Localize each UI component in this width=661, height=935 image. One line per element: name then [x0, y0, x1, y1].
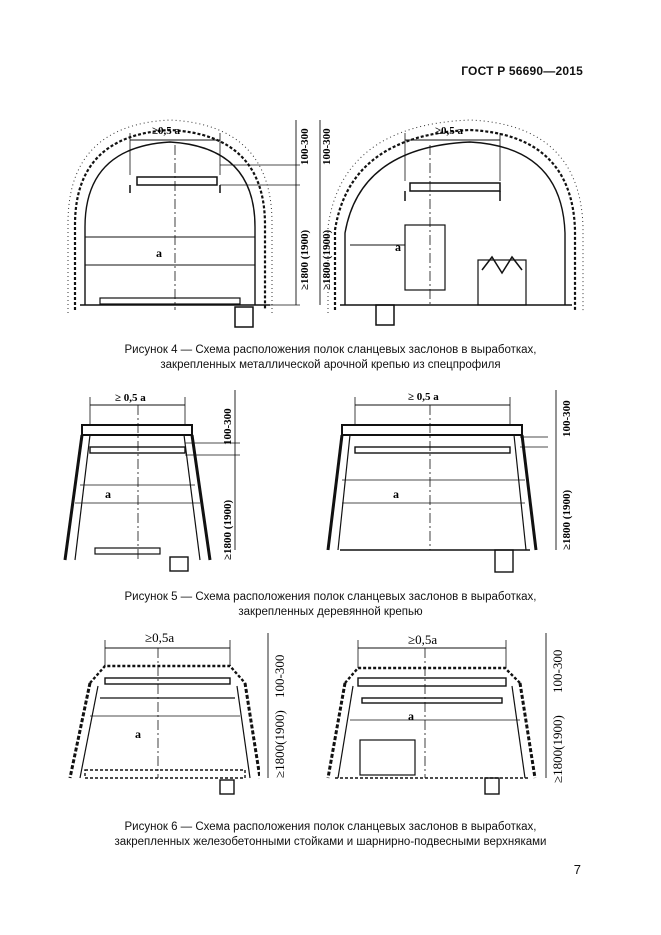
figure-5-caption-line1: Рисунок 5 — Схема расположения полок сла… — [124, 591, 537, 603]
fig6-right-width-label: ≥0,5а — [408, 632, 437, 647]
fig6-left-width-label: ≥0,5а — [145, 630, 174, 645]
figure-4-caption-line2: закрепленных металлической арочной крепь… — [160, 359, 501, 371]
fig6-right-side-dim: ≥1800(1900) — [550, 715, 565, 783]
figure-6-right-dims: 100-300 ≥1800(1900) — [545, 633, 565, 783]
figure-5-caption: Рисунок 5 — Схема расположения полок сла… — [0, 590, 661, 620]
fig5-right-top-dim: 100-300 — [561, 400, 573, 437]
fig5-left-width-label: ≥ 0,5 а — [115, 392, 146, 404]
figure-4-caption-line1: Рисунок 4 — Схема расположения полок сла… — [124, 344, 537, 356]
figure-5-caption-line2: закрепленных деревянной крепью — [238, 606, 423, 618]
fig5-left-side-dim: ≥1800 (1900) — [222, 500, 234, 560]
fig6-left-top-dim: 100-300 — [272, 655, 287, 698]
figure-6-left-drawing: а ≥0,5а — [68, 630, 260, 795]
figure-5-right-dims: 100-300 ≥1800 (1900) — [555, 390, 573, 550]
fig6-right-a-label: а — [408, 709, 414, 723]
figure-5-right-drawing: а ≥ 0,5 а — [326, 391, 548, 573]
figure-4-caption: Рисунок 4 — Схема расположения полок сла… — [0, 343, 661, 373]
figure-4-middle-dims: 100-300 ≥1800 (1900) — [319, 120, 333, 305]
figure-5-left-drawing: а ≥ 0,5 а — [63, 390, 240, 572]
fig6-left-side-dim: ≥1800(1900) — [272, 710, 287, 778]
fig5-right-side-dim: ≥1800 (1900) — [561, 490, 573, 550]
fig5-left-a-label: а — [105, 487, 111, 501]
figure-6-left-dims: 100-300 ≥1800(1900) — [267, 633, 287, 778]
fig6-left-a-label: а — [135, 727, 141, 741]
fig4-left-side-dim: ≥1800 (1900) — [299, 230, 311, 290]
fig4-mid-top-dim: 100-300 — [321, 128, 333, 165]
fig5-right-a-label: а — [393, 487, 399, 501]
fig4-left-top-dim: 100-300 — [299, 128, 311, 165]
fig5-left-top-dim: 100-300 — [222, 408, 234, 445]
fig4-right-width-label: ≥0,5 а — [435, 125, 464, 137]
fig4-mid-side-dim: ≥1800 (1900) — [321, 230, 333, 290]
figure-5-left-dims: 100-300 ≥1800 (1900) — [222, 408, 234, 560]
page-number: 7 — [573, 862, 581, 877]
fig4-left-a-label: а — [156, 246, 162, 260]
fig6-right-top-dim: 100-300 — [550, 650, 565, 693]
figure-4-left-drawing: а ≥0,5 а 100-300 ≥1800 (1900) — [67, 119, 311, 328]
figure-6-right-drawing: а ≥0,5а — [326, 632, 537, 795]
figure-6-caption-line2: закрепленных железобетонными стойками и … — [114, 836, 547, 848]
document-id: ГОСТ Р 56690—2015 — [461, 64, 583, 78]
figure-6-caption: Рисунок 6 — Схема расположения полок сла… — [0, 820, 661, 850]
fig5-right-width-label: ≥ 0,5 а — [408, 391, 439, 403]
figure-6-caption-line1: Рисунок 6 — Схема расположения полок сла… — [124, 821, 537, 833]
figure-4-right-drawing: а ≥0,5 а — [327, 119, 584, 326]
fig4-right-a-label: а — [395, 240, 401, 254]
fig4-left-width-label: ≥0,5 а — [152, 125, 181, 137]
